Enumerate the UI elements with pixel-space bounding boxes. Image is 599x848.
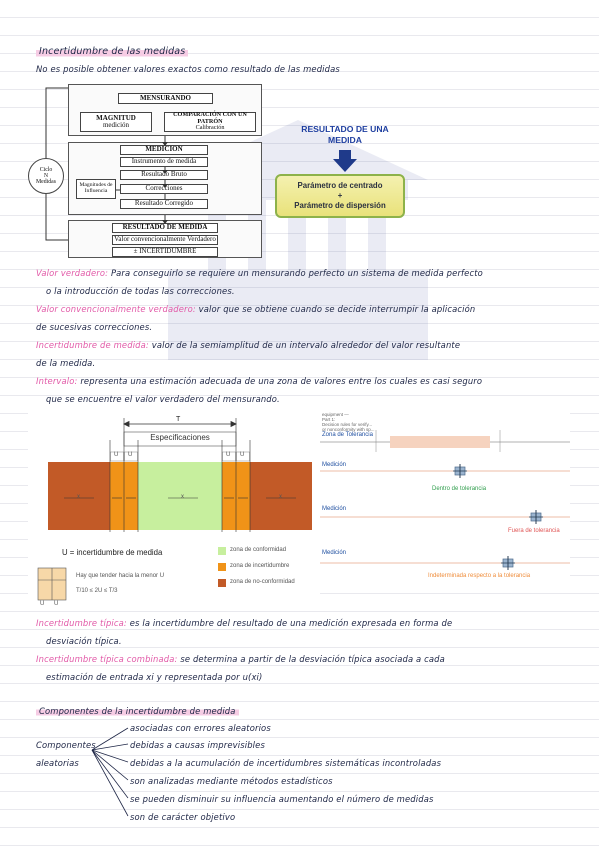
measurement-marker-icon: [453, 464, 467, 478]
magnitudes-influencia-box: Magnitudes de Influencia: [76, 179, 116, 199]
definition-incertidumbre: Incertidumbre de medida: valor de la sem…: [36, 340, 461, 350]
components-left-line2: aleatorias: [36, 758, 79, 768]
page-title: Incertidumbre de las medidas: [36, 46, 189, 57]
inset-u-left: U: [40, 601, 45, 607]
down-arrow-icon: [333, 150, 357, 172]
definition-incertidumbre-cont: de la medida.: [36, 358, 96, 368]
components-heading: Componentes de la incertidumbre de medid…: [36, 706, 239, 716]
definition-incertidumbre-tipica: Incertidumbre típica: es la incertidumbr…: [36, 618, 453, 628]
definition-intervalo: Intervalo: representa una estimación ade…: [36, 376, 483, 386]
resultado-heading-line1: RESULTADO DE UNA: [301, 124, 389, 134]
status-indeterminada: Indeterminada respecto a la tolerancia: [428, 573, 531, 579]
legend-incertidumbre: zona de incertidumbre: [230, 563, 290, 569]
medicion-box: MEDICION: [120, 145, 208, 155]
tolerance-source-text: equipment — Part 1: Decision rules for v…: [322, 412, 375, 432]
definition-tipica-combinada: Incertidumbre típica combinada: se deter…: [36, 654, 445, 664]
incertidumbre-box: ± INCERTIDUMBRE: [112, 247, 218, 257]
especificaciones-label: Especificaciones: [150, 433, 210, 442]
hint-text: Hay que tender hacia la menor U: [76, 573, 165, 579]
mensurando-box: MENSURANDO: [118, 93, 213, 104]
u-label-3: U: [226, 452, 231, 458]
x-label-1: x: [77, 494, 80, 500]
status-fuera: Fuera de tolerancia: [508, 528, 560, 534]
component-item-3: debidas a la acumulación de incertidumbr…: [130, 758, 442, 768]
definition-valor-verdadero-cont: o la introducción de todas las correccio…: [46, 286, 235, 296]
formula-text: T/10 ≤ 2U ≤ T/3: [76, 588, 118, 594]
u-label-2: U: [128, 452, 133, 458]
status-dentro: Dentro de tolerancia: [432, 486, 487, 492]
component-item-5: se pueden disminuir su influencia aument…: [130, 794, 434, 804]
legend-conformidad: zona de conformidad: [230, 547, 287, 553]
medicion-label-1: Medición: [322, 462, 347, 468]
definition-intervalo-cont: que se encuentre el valor verdadero del …: [46, 394, 280, 404]
diagram-arrows: [45, 87, 168, 241]
intro-text: No es posible obtener valores exactos co…: [36, 64, 340, 74]
x-label-3: x: [279, 494, 282, 500]
resultado-corregido-box: Resultado Corregido: [120, 199, 208, 209]
medicion-label-3: Medición: [322, 550, 347, 556]
definition-valor-convencional: Valor convencionalmente verdadero: valor…: [36, 304, 476, 314]
definition-tipica-combinada-cont: estimación de entrada xi y representada …: [46, 672, 263, 682]
definition-valor-convencional-cont: de sucesivas correcciones.: [36, 322, 153, 332]
t-label: T: [176, 416, 181, 423]
valor-convencional-box: Valor convencionalmente Verdadero: [112, 235, 218, 245]
measurement-marker-icon: [529, 510, 543, 524]
u-definition: U = incertidumbre de medida: [62, 548, 163, 557]
component-branch-lines: [91, 727, 129, 817]
component-item-6: son de carácter objetivo: [130, 812, 236, 822]
u-label-4: U: [240, 452, 245, 458]
component-item-4: son analizadas mediante métodos estadíst…: [130, 776, 333, 786]
inset-u-right: U: [54, 601, 59, 607]
definition-incertidumbre-tipica-cont: desviación típica.: [46, 636, 122, 646]
measurement-marker-icon: [501, 556, 515, 570]
components-left-line1: Componentes: [36, 740, 96, 750]
x-label-2: x: [181, 494, 184, 500]
resultado-heading-line2: MEDIDA: [328, 134, 362, 145]
parametros-box: Parámetro de centrado + Parámetro de dis…: [275, 174, 405, 218]
zona-tolerancia-label: Zona de Tolerancia: [322, 432, 373, 438]
component-item-1: asociadas con errores aleatorios: [130, 723, 271, 733]
u-label-1: U: [114, 452, 119, 458]
legend-no-conformidad: zona de no-conformidad: [230, 579, 295, 585]
component-item-2: debidas a causas imprevisibles: [130, 740, 265, 750]
instrumento-box: Instrumento de medida: [120, 157, 208, 167]
medicion-label-2: Medición: [322, 506, 347, 512]
definition-valor-verdadero: Valor verdadero: Para conseguirlo se req…: [36, 268, 483, 278]
